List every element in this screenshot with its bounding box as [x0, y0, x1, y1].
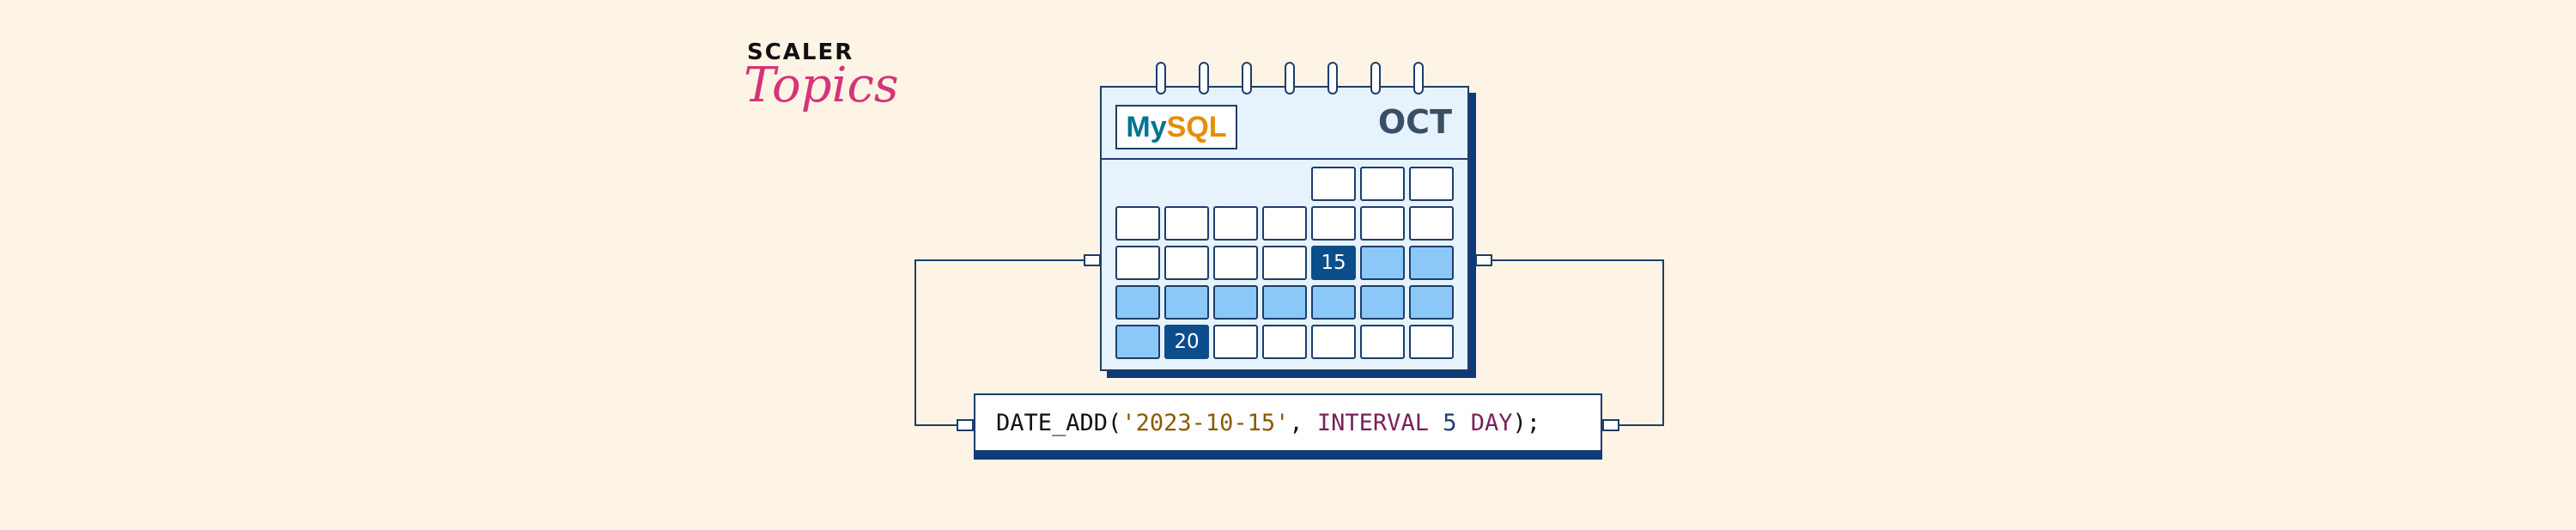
calendar-day	[1409, 206, 1454, 241]
calendar-day	[1409, 325, 1454, 359]
calendar-day-in-range	[1115, 285, 1160, 320]
calendar-day-in-range	[1360, 285, 1405, 320]
calendar-day	[1262, 246, 1307, 280]
connector-left-bottom	[914, 424, 957, 426]
calendar-day-in-range	[1360, 246, 1405, 280]
code-function: DATE_ADD(	[996, 409, 1122, 436]
calendar-day	[1115, 246, 1160, 280]
code-unit: DAY	[1470, 409, 1513, 436]
code-keyword-interval: INTERVAL	[1316, 409, 1429, 436]
calendar-day	[1360, 167, 1405, 201]
connector-right-top	[1484, 259, 1664, 261]
binder-ring	[1199, 62, 1209, 94]
calendar-day-in-range	[1115, 325, 1160, 359]
logo-scaler-text: SCALER	[747, 40, 854, 65]
connector-port-calendar-right	[1475, 254, 1492, 266]
code-space	[1456, 410, 1470, 436]
code-space	[1429, 410, 1443, 436]
calendar-day	[1262, 206, 1307, 241]
calendar-day-in-range	[1409, 246, 1454, 280]
calendar-start-date: 15	[1311, 246, 1356, 280]
code-separator: ,	[1289, 409, 1317, 436]
calendar-day	[1115, 206, 1160, 241]
connector-left-vertical	[914, 259, 916, 426]
month-label: OCT	[1377, 103, 1452, 141]
sql-code-box: DATE_ADD('2023-10-15', INTERVAL 5 DAY);	[974, 393, 1602, 452]
binder-ring	[1156, 62, 1166, 94]
calendar-day	[1213, 206, 1258, 241]
binder-ring	[1327, 62, 1338, 94]
binder-ring	[1285, 62, 1295, 94]
mysql-logo-my: My	[1126, 110, 1167, 143]
calendar-day	[1164, 206, 1209, 241]
binder-ring	[1370, 62, 1381, 94]
calendar-day	[1311, 167, 1356, 201]
code-date-literal: '2023-10-15'	[1121, 409, 1290, 436]
calendar-day	[1409, 167, 1454, 201]
calendar-day-in-range	[1262, 285, 1307, 320]
calendar-day	[1311, 206, 1356, 241]
logo-topics-text: Topics	[744, 58, 899, 113]
scaler-topics-logo: SCALER Topics	[744, 40, 899, 134]
calendar-day	[1360, 325, 1405, 359]
connector-port-calendar-left	[1084, 254, 1101, 266]
calendar-day	[1213, 246, 1258, 280]
calendar-day-in-range	[1409, 285, 1454, 320]
calendar-day	[1262, 325, 1307, 359]
code-close: );	[1512, 409, 1541, 436]
calendar-day	[1213, 325, 1258, 359]
connector-port-code-left	[957, 419, 974, 431]
calendar-day-in-range	[1311, 285, 1356, 320]
calendar-day-in-range	[1164, 285, 1209, 320]
mysql-logo-sql: SQL	[1166, 110, 1227, 143]
connector-port-code-right	[1602, 419, 1619, 431]
connector-left-top	[914, 259, 1086, 261]
calendar-day	[1164, 246, 1209, 280]
code-amount: 5	[1443, 409, 1457, 436]
calendar-day-in-range	[1213, 285, 1258, 320]
calendar-day	[1311, 325, 1356, 359]
calendar-end-date: 20	[1164, 325, 1209, 359]
connector-right-vertical	[1662, 259, 1664, 426]
binder-ring	[1242, 62, 1252, 94]
binder-ring	[1413, 62, 1424, 94]
connector-right-bottom	[1619, 424, 1664, 426]
calendar-day	[1360, 206, 1405, 241]
